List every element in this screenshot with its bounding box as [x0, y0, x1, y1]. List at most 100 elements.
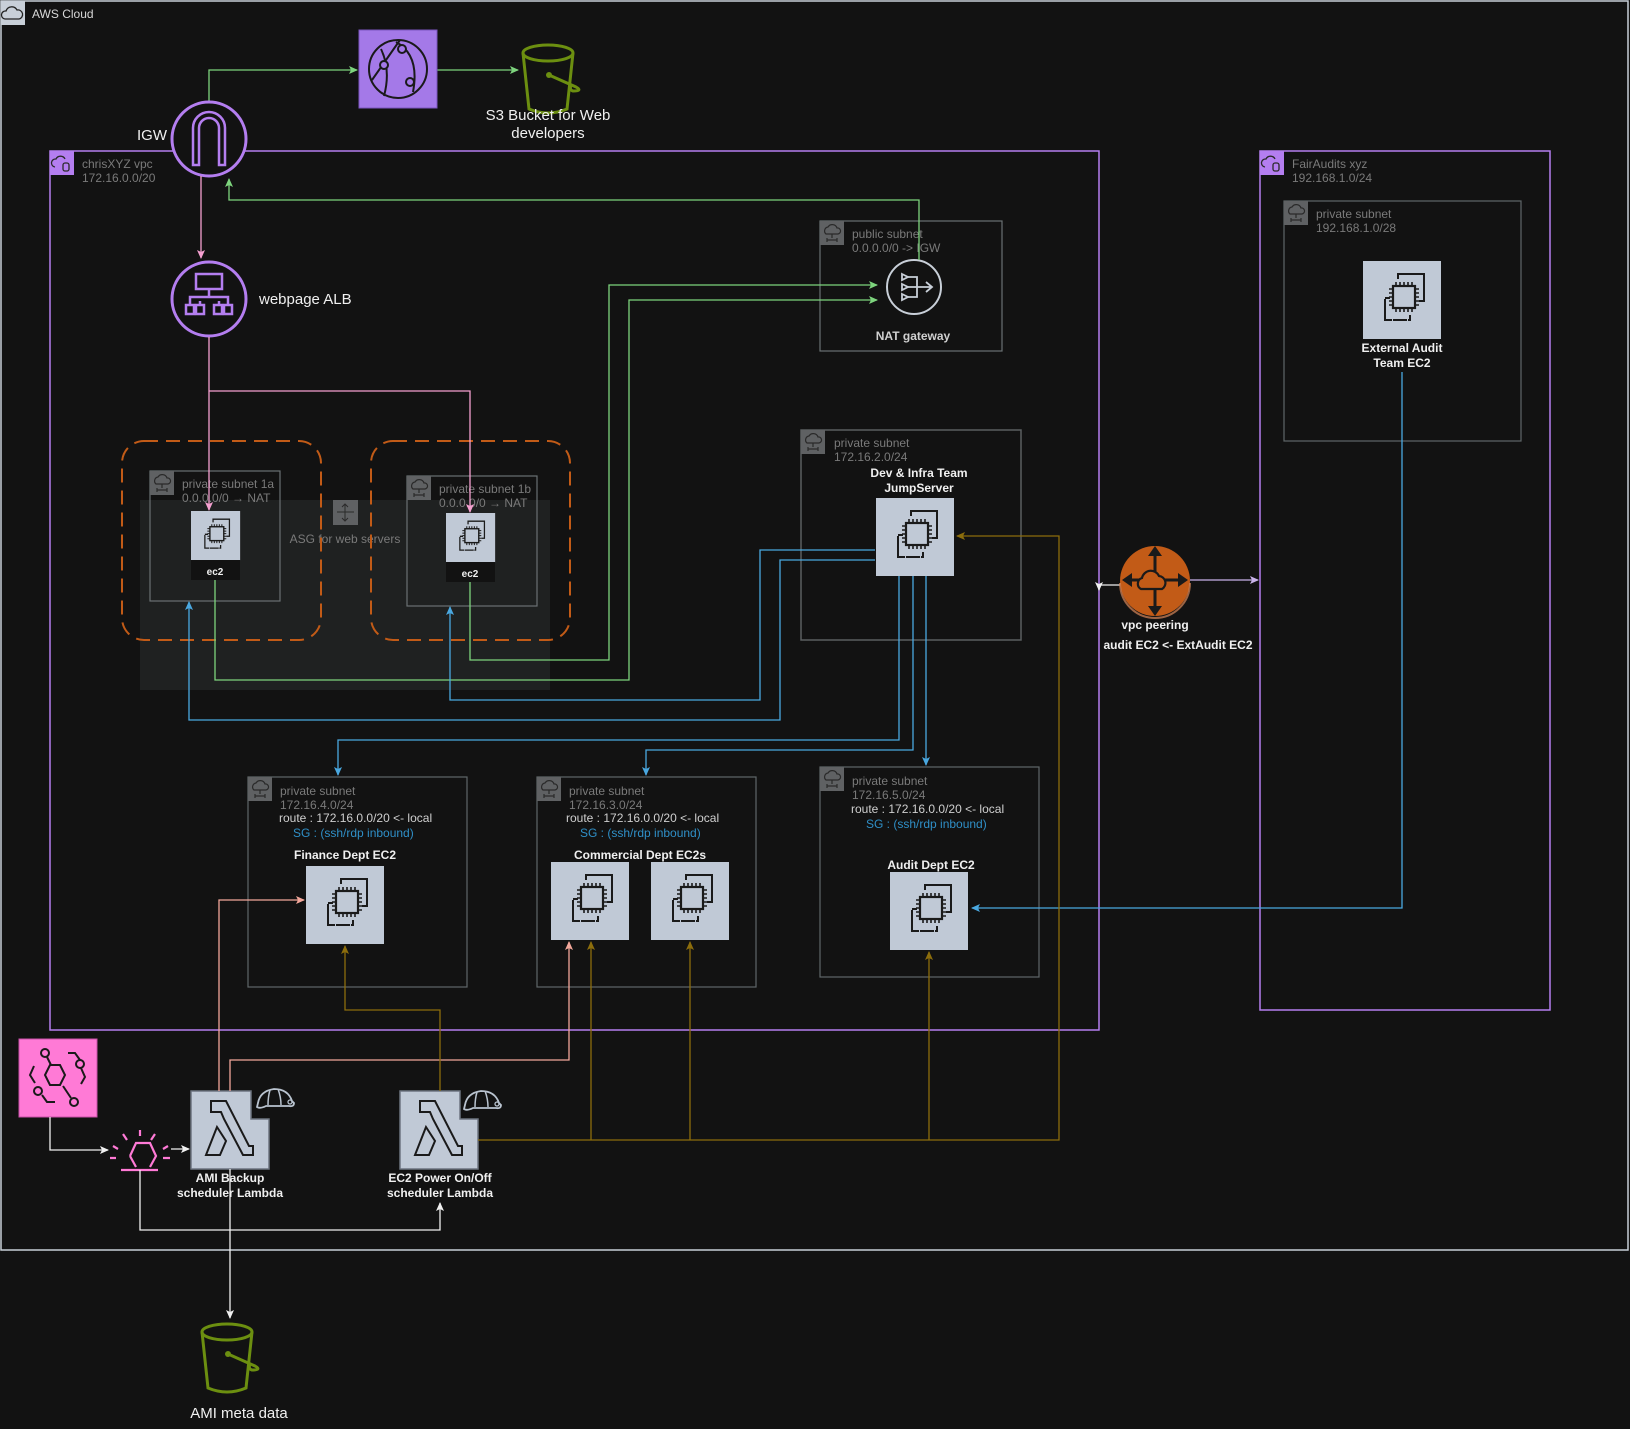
vpc-icon	[49, 150, 75, 176]
jump-subnet-cidr: 172.16.2.0/24	[834, 450, 908, 464]
alarm-icon	[110, 1130, 170, 1172]
jumpserver-label-2: JumpServer	[884, 481, 954, 495]
edge-lambda-power-finance	[341, 945, 441, 1091]
subnet-icon	[149, 470, 175, 496]
public-subnet-name: public subnet	[852, 227, 923, 241]
scaling-icon	[337, 503, 354, 522]
alarm-node[interactable]	[110, 1130, 170, 1172]
aws-cloud-badge	[0, 1, 25, 25]
alb-label: webpage ALB	[258, 291, 352, 308]
ec2-1b-label: ec2	[462, 569, 479, 580]
public-subnet-route: 0.0.0.0/0 -> IGW	[852, 241, 941, 255]
finance-subnet	[247, 776, 468, 988]
vpc-name: chrisXYZ vpc	[82, 157, 153, 171]
igw-node[interactable]	[170, 100, 248, 178]
ec2-finance-icon[interactable]	[304, 864, 386, 946]
ec2-chip-icon	[445, 512, 496, 563]
edge-ec2-1a-nat	[214, 296, 878, 681]
edge-jump-commercial	[642, 576, 914, 776]
peering-arrows-icon	[1122, 546, 1188, 616]
ec2-jumpserver-icon[interactable]	[874, 496, 956, 578]
commercial-subnet-sg: SG : (ssh/rdp inbound)	[580, 826, 701, 840]
cloudfront-node[interactable]	[358, 29, 438, 109]
ec2-commercial-2-icon[interactable]	[649, 860, 731, 942]
jump-subnet-name: private subnet	[834, 436, 910, 450]
ext-ec2-label-2: Team EC2	[1373, 356, 1430, 370]
asg-badge	[333, 500, 358, 525]
ext-vpc-name: FairAudits xyz	[1292, 157, 1367, 171]
audit-subnet-name: private subnet	[852, 774, 928, 788]
vpc-cidr: 172.16.0.0/20	[82, 171, 156, 185]
subnet-icon	[1283, 200, 1309, 226]
s3-bucket-ami-icon[interactable]	[200, 1322, 260, 1394]
eventbridge-icon	[28, 1048, 87, 1107]
peering-note: audit EC2 <- ExtAudit EC2	[1103, 638, 1252, 652]
az-1a-dashed	[121, 440, 322, 641]
ec2-web-1b[interactable]: ec2	[445, 512, 496, 582]
edge-eventbridge-alarm	[49, 1117, 109, 1154]
edge-jump-ec2-1b	[446, 549, 875, 701]
vpc-peering-node[interactable]	[1119, 546, 1191, 619]
subnet-1a-name: private subnet 1a	[182, 477, 274, 491]
edge-peering-vpc-main	[1095, 582, 1120, 591]
igw-arch-icon	[191, 110, 227, 167]
s3-ami-label: AMI meta data	[190, 1405, 288, 1422]
audit-subnet-cidr: 172.16.5.0/24	[852, 788, 926, 802]
nat-label: NAT gateway	[876, 329, 951, 343]
asg-label: ASG for web servers	[290, 532, 401, 546]
ext-subnet-name: private subnet	[1316, 207, 1392, 221]
edge-lambda-ami-finance	[218, 896, 305, 1091]
commercial-subnet	[536, 776, 757, 988]
subnet-1b-route: 0.0.0.0/0 → NAT	[439, 496, 528, 510]
globe-icon	[368, 39, 428, 99]
nat-gateway-node[interactable]	[886, 259, 942, 315]
finance-subnet-name: private subnet	[280, 784, 356, 798]
private-subnet-1b	[406, 475, 538, 607]
igw-label: IGW	[137, 127, 168, 144]
aws-cloud-group	[0, 0, 1629, 1251]
ext-ec2-label-1: External Audit	[1362, 341, 1443, 355]
jump-subnet	[800, 429, 1022, 641]
edge-nat-igw	[225, 178, 920, 260]
peering-label: vpc peering	[1121, 618, 1188, 632]
finance-subnet-cidr: 172.16.4.0/24	[280, 798, 354, 812]
subnet-1b-name: private subnet 1b	[439, 482, 531, 496]
aws-cloud-title: AWS Cloud	[32, 7, 94, 21]
finance-subnet-sg: SG : (ssh/rdp inbound)	[293, 826, 414, 840]
cloud-icon	[0, 6, 24, 20]
vpc-icon	[1259, 150, 1285, 176]
ec2-web-1a[interactable]: ec2	[190, 510, 241, 580]
jumpserver-label-1: Dev & Infra Team	[870, 466, 967, 480]
audit-subnet-route: route : 172.16.0.0/20 <- local	[851, 802, 1004, 816]
s3-web-label-2: developers	[511, 125, 584, 142]
public-subnet	[819, 220, 1003, 352]
vpc-fairaudits	[1259, 150, 1551, 1011]
ec2-external-audit-icon[interactable]	[1361, 259, 1443, 341]
edge-jump-ec2-1a	[185, 559, 875, 721]
edge-lambda-ami-commercial	[229, 941, 573, 1091]
eventbridge-node[interactable]	[18, 1038, 98, 1118]
hardhat-icon	[463, 1090, 502, 1111]
edge-lambda-power-bus	[478, 532, 1060, 1141]
subnet-icon	[247, 776, 273, 802]
edge-alb-ec2-1b	[209, 390, 474, 513]
ec2-1a-label: ec2	[207, 567, 224, 578]
ec2-commercial-1-icon[interactable]	[549, 860, 631, 942]
subnet-icon	[819, 766, 845, 792]
edge-jump-finance	[334, 576, 900, 776]
ext-vpc-cidr: 192.168.1.0/24	[1292, 171, 1372, 185]
edge-igw-cloudfront	[208, 66, 358, 101]
subnet-1a-route: 0.0.0.0/0 → NAT	[182, 491, 271, 505]
s3-bucket-web-icon[interactable]	[521, 43, 581, 115]
commercial-ec2-label: Commercial Dept EC2s	[574, 848, 706, 862]
edge-alarm-lambda-power	[139, 1170, 444, 1231]
alb-node[interactable]	[170, 260, 248, 338]
subnet-icon	[536, 776, 562, 802]
finance-ec2-label: Finance Dept EC2	[294, 848, 396, 862]
audit-ec2-label: Audit Dept EC2	[887, 858, 975, 872]
audit-subnet-sg: SG : (ssh/rdp inbound)	[866, 817, 987, 831]
edge-ec2-1b-nat	[469, 281, 878, 661]
ec2-audit-icon[interactable]	[888, 870, 970, 952]
ext-subnet-cidr: 192.168.1.0/28	[1316, 221, 1396, 235]
